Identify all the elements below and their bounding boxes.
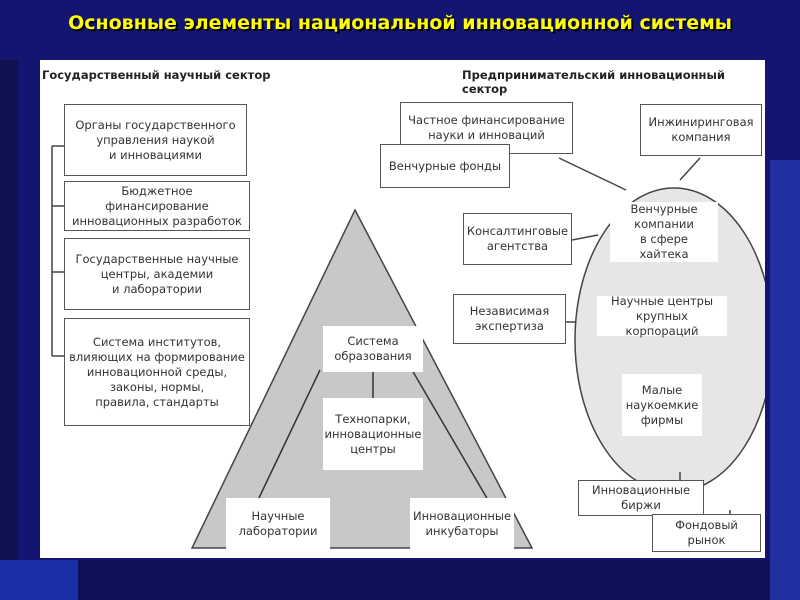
- research-labs-box: Научные лаборатории: [226, 498, 330, 550]
- pyramid-line-left: [257, 369, 321, 501]
- oval-corporate-research-centers: Научные центры крупных корпораций: [597, 294, 727, 338]
- budget-funding-box: Бюджетное финансирование инновационных р…: [64, 181, 250, 231]
- engineering-company-box: Инжиниринговая компания: [640, 104, 762, 156]
- education-system-box: Система образования: [323, 326, 423, 372]
- pyramid-shape: [190, 208, 534, 549]
- diagram-panel: Государственный научный сектор Предприни…: [40, 60, 765, 558]
- independent-expertise-box: Независимая экспертиза: [453, 294, 566, 344]
- oval-venture-companies: Венчурные компании в сфере хайтека: [610, 202, 718, 262]
- institutions-system-box: Система институтов, влияющих на формиров…: [64, 318, 250, 426]
- consulting-agencies-box: Консалтинговые агентства: [463, 213, 572, 265]
- background-corner: [0, 560, 78, 600]
- stock-market-box: Фондовый рынок: [652, 514, 761, 552]
- background-band-bottom: [0, 560, 800, 600]
- right-sector-title: Предпринимательский инновационный сектор: [462, 68, 725, 96]
- venture-funds-box: Венчурные фонды: [380, 144, 510, 188]
- technoparks-box: Технопарки, инновационные центры: [323, 398, 423, 470]
- pyramid-line-right: [411, 369, 489, 501]
- left-sector-title: Государственный научный сектор: [42, 68, 271, 82]
- background-band-right: [770, 160, 800, 600]
- innovation-incubators-box: Инновационные инкубаторы: [410, 498, 514, 550]
- gov-management-box: Органы государственного управления науко…: [64, 104, 247, 176]
- slide-title: Основные элементы национальной инновацио…: [68, 12, 732, 34]
- oval-small-firms: Малые наукоемкие фирмы: [622, 374, 702, 436]
- background-band-left: [0, 60, 18, 600]
- gov-research-centers-box: Государственные научные центры, академии…: [64, 238, 250, 310]
- innovation-exchanges-box: Инновационные биржи: [578, 480, 704, 516]
